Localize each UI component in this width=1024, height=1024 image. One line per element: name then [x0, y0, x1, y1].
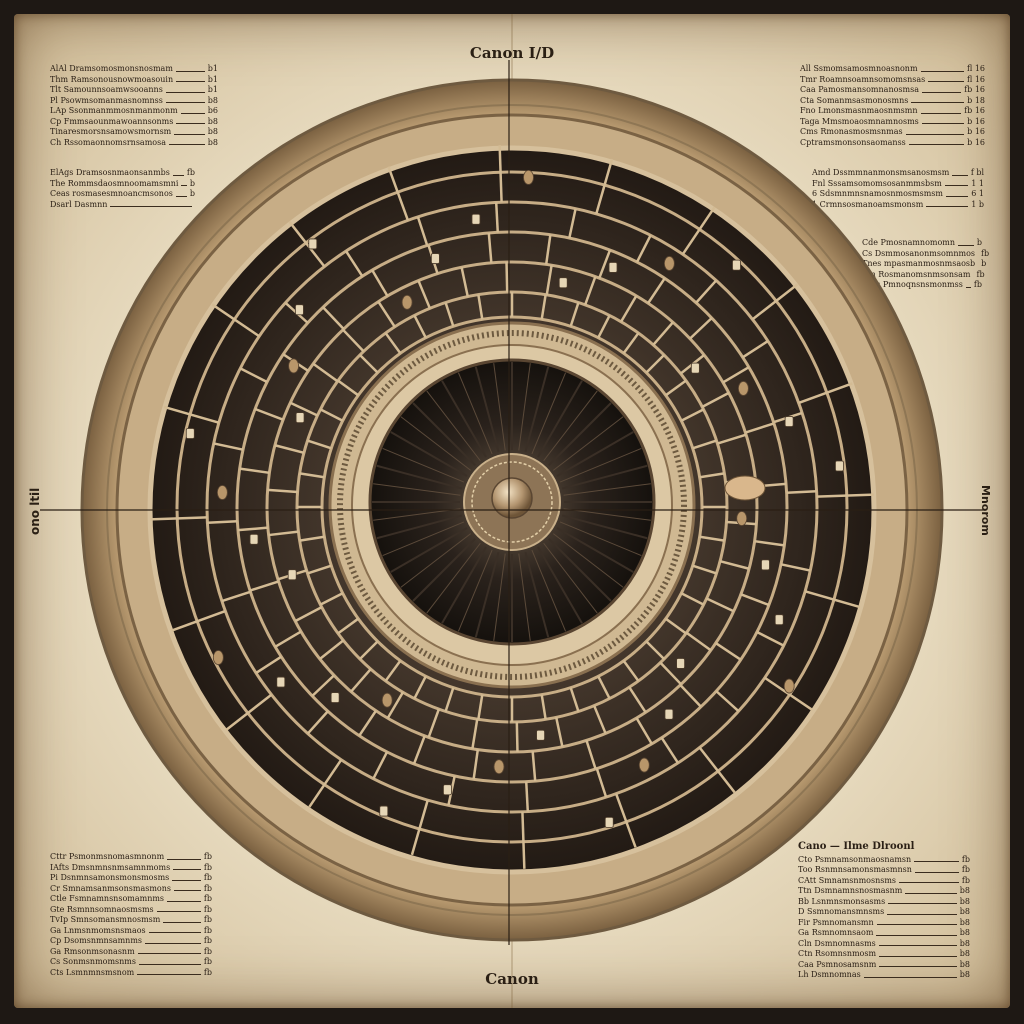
glyph-plaque-icon [785, 417, 793, 427]
compartment-divider [507, 262, 508, 292]
figurine-icon [639, 758, 649, 772]
glyph-plaque-icon [288, 570, 296, 580]
glyph-plaque-icon [835, 461, 843, 471]
compartment-divider [787, 491, 817, 493]
glyph-plaque-icon [309, 239, 317, 249]
figurine-icon [664, 256, 674, 270]
glyph-plaque-icon [559, 278, 567, 288]
figurine-icon [738, 381, 748, 395]
glyph-plaque-icon [296, 413, 304, 423]
glyph-plaque-icon [732, 260, 740, 270]
bell-icon [725, 476, 765, 500]
glyph-plaque-icon [775, 615, 783, 625]
glyph-plaque-icon [691, 363, 699, 373]
figurine-icon [402, 295, 412, 309]
figurine-icon [523, 170, 533, 184]
glyph-plaque-icon [472, 214, 480, 224]
glyph-plaque-icon [761, 560, 769, 570]
figurine-icon [737, 511, 747, 525]
compartment-divider [526, 782, 528, 812]
figurine-icon [213, 651, 223, 665]
compartment-divider [207, 521, 237, 523]
glyph-plaque-icon [277, 677, 285, 687]
glyph-plaque-icon [250, 534, 258, 544]
glyph-plaque-icon [537, 730, 545, 740]
glyph-plaque-icon [331, 693, 339, 703]
center-knob-icon [492, 478, 532, 518]
glyph-plaque-icon [431, 254, 439, 264]
figurine-icon [217, 486, 227, 500]
glyph-plaque-icon [605, 817, 613, 827]
compartment-divider [496, 202, 498, 232]
glyph-plaque-icon [380, 806, 388, 816]
figurine-icon [784, 679, 794, 693]
glyph-plaque-icon [609, 262, 617, 272]
figurine-icon [289, 359, 299, 373]
glyph-plaque-icon [186, 429, 194, 439]
figurine-icon [382, 693, 392, 707]
glyph-plaque-icon [295, 305, 303, 315]
glyph-plaque-icon [443, 785, 451, 795]
figurine-icon [494, 760, 504, 774]
glyph-plaque-icon [665, 709, 673, 719]
compartment-divider [517, 722, 518, 752]
glyph-plaque-icon [677, 658, 685, 668]
